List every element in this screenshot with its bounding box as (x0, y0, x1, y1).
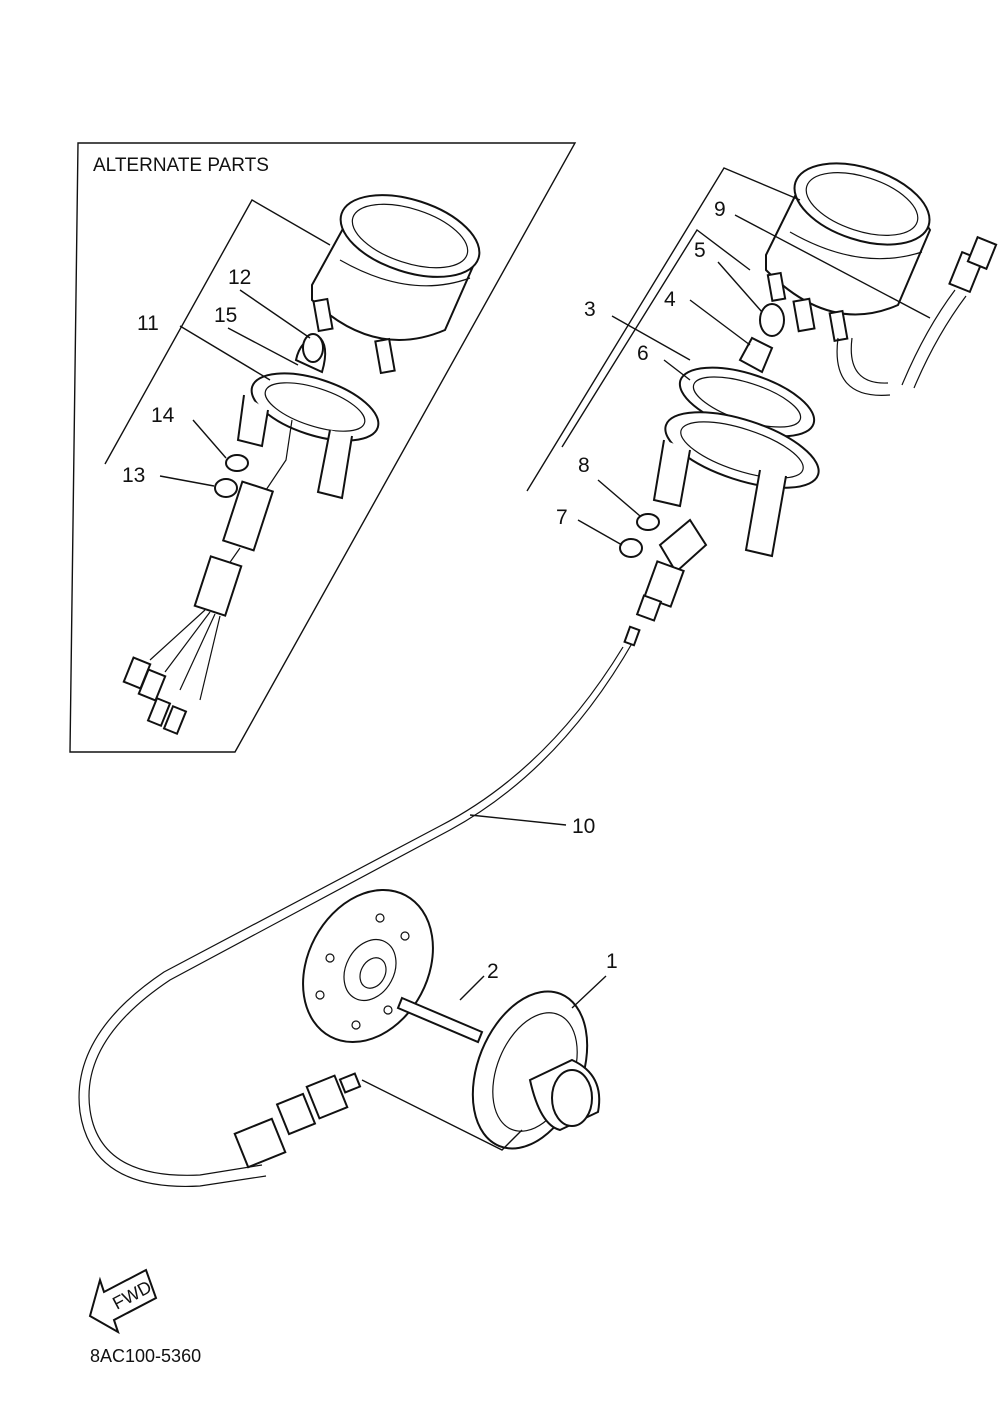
callout-4: 4 (664, 288, 676, 311)
callout-7: 7 (556, 506, 568, 529)
alt-speedometer-assembly (122, 194, 481, 736)
callout-12: 12 (228, 266, 251, 289)
alternate-parts-caption: ALTERNATE PARTS (93, 155, 269, 176)
fwd-arrow: FWD (88, 1268, 158, 1335)
diagram-code: 8AC100-5360 (90, 1346, 201, 1366)
alternate-parts-box: ALTERNATE PARTS (69, 142, 577, 753)
main-leader-lines (526, 167, 931, 546)
callout-5: 5 (694, 239, 706, 262)
callout-labels: 1 2 3 4 5 6 7 8 9 10 11 12 13 14 15 (122, 198, 726, 983)
alt-leader-lines (104, 199, 331, 487)
meter-gear-unit (302, 888, 607, 1151)
callout-11: 11 (137, 312, 159, 335)
callout-10: 10 (572, 815, 595, 838)
callout-9: 9 (714, 198, 726, 221)
main-speedometer-assembly (619, 162, 998, 622)
callout-1: 1 (606, 950, 618, 973)
callout-15: 15 (214, 304, 237, 327)
callout-8: 8 (578, 454, 590, 477)
callout-13: 13 (122, 464, 145, 487)
callout-3: 3 (584, 298, 596, 321)
callout-14: 14 (151, 404, 175, 427)
speedometer-cable (78, 625, 641, 1188)
callout-6: 6 (637, 342, 649, 365)
callout-2: 2 (487, 960, 499, 983)
